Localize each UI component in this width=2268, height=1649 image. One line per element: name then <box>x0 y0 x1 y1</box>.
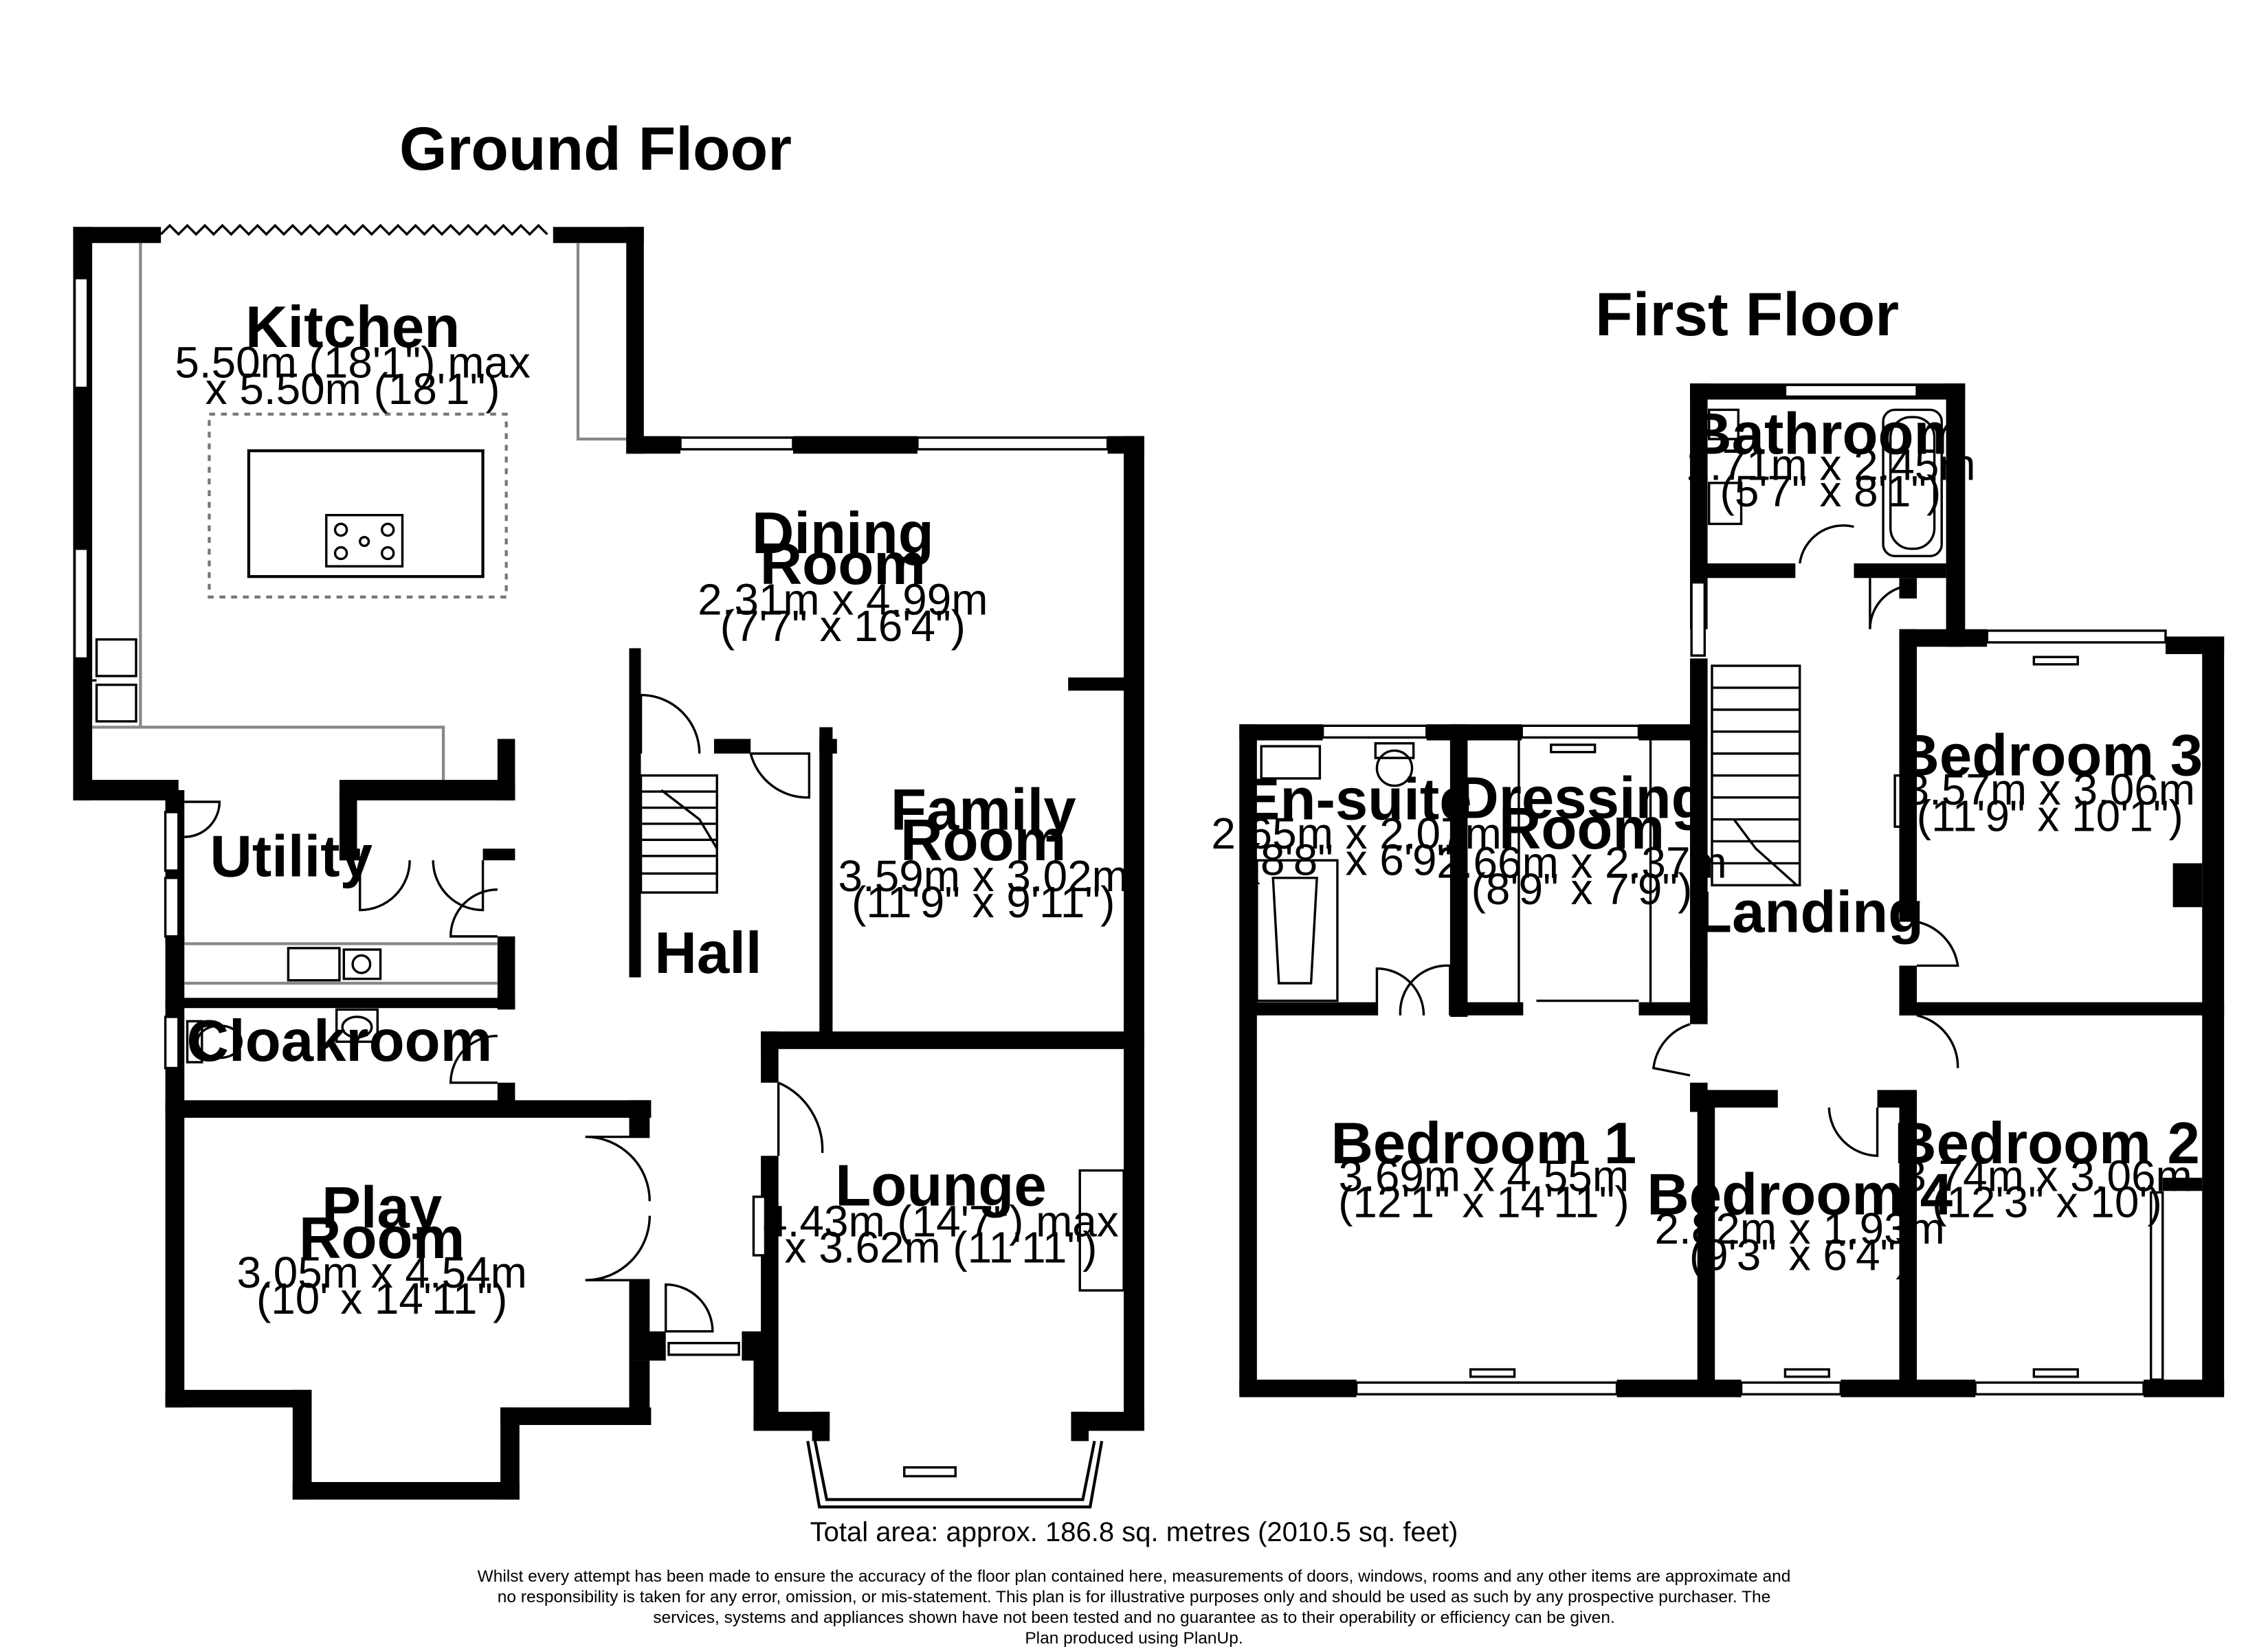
room-utility: Utility <box>210 824 373 890</box>
room-dimensions: 2.31m x 4.99m <box>698 574 988 624</box>
room-dressing: Dressing Room 2.66m x 2.37m (8'9" x 7'9"… <box>1436 765 1726 914</box>
room-dimensions: 3.57m x 3.06m <box>1905 765 2195 814</box>
room-dimensions: (12'1" x 14'11") <box>1338 1178 1630 1227</box>
room-name: Bathroom <box>1689 401 1966 467</box>
room-name: Room <box>760 532 926 597</box>
room-landing: Landing <box>1696 879 1924 945</box>
dressing-room-fittings <box>1517 740 1652 1002</box>
room-name: Room <box>1499 796 1665 862</box>
room-name: Family <box>891 777 1076 842</box>
disclaimer-line: services, systems and appliances shown h… <box>653 1608 1615 1627</box>
room-name: En-suite <box>1241 767 1472 833</box>
room-dimensions: (11'9" x 10'1") <box>1917 792 2183 841</box>
room-dimensions: 5.50m (18'1") max <box>175 338 531 388</box>
room-name: Lounge <box>835 1154 1046 1219</box>
room-dimensions: 2.66m x 2.37m <box>1436 838 1726 888</box>
room-name: Bedroom 3 <box>1897 723 2203 789</box>
ground-floor-plan: Ground Floor <box>73 114 1144 1509</box>
room-bathroom: Bathroom 1.71m x 2.45m (5'7" x 8'1") <box>1685 401 1975 516</box>
room-dimensions: (12'3" x 10') <box>1932 1178 2162 1227</box>
room-name: Bedroom 2 <box>1894 1111 2200 1176</box>
room-name: Dining <box>752 501 934 566</box>
room-name: Room <box>900 808 1066 873</box>
ground-floor-title: Ground Floor <box>399 114 792 183</box>
room-dimensions: 3.59m x 3.02m <box>838 851 1129 901</box>
room-dimensions: x 5.50m (18'1") <box>205 364 500 414</box>
room-dimensions: (11'9" x 9'11") <box>852 877 1115 927</box>
room-dimensions: (9'3" x 6'4") <box>1689 1230 1911 1279</box>
room-bedroom-2: Bedroom 2 3.74m x 3.06m (12'3" x 10') <box>1894 1111 2200 1227</box>
room-dimensions: 4.43m (14'7") max <box>763 1196 1119 1246</box>
room-name: Kitchen <box>245 295 460 360</box>
disclaimer-line: no responsibility is taken for any error… <box>497 1588 1771 1606</box>
room-cloakroom: Cloakroom <box>187 1009 493 1074</box>
room-dimensions: x 3.62m (11'11") <box>785 1223 1098 1272</box>
utility-fittings <box>184 942 498 1064</box>
room-name: Bedroom 1 <box>1331 1111 1636 1176</box>
ensuite-fittings <box>1256 742 1452 1016</box>
room-dimensions: 3.05m x 4.54m <box>236 1248 526 1297</box>
room-bedroom-4: Bedroom 4 2.82m x 1.93m (9'3" x 6'4") <box>1647 1162 1953 1279</box>
first-floor-stairs <box>1711 664 1801 887</box>
ground-floor-stairs <box>639 774 718 894</box>
first-floor-windows <box>1321 383 2167 1395</box>
first-floor-walls <box>1239 383 2225 1398</box>
room-name: Bedroom 4 <box>1647 1162 1953 1227</box>
kitchen-bifold-doors <box>159 223 548 236</box>
room-dimensions: (8'9" x 7'9") <box>1471 864 1693 914</box>
room-ensuite: En-suite 2.65m x 2.07m (8'8" x 6'9") <box>1211 767 1501 885</box>
first-floor-plan: First Floor <box>1211 280 2225 1398</box>
room-dimensions: 2.65m x 2.07m <box>1211 809 1501 858</box>
room-bedroom-1: Bedroom 1 3.69m x 4.55m (12'1" x 14'11") <box>1331 1111 1636 1227</box>
lounge-fireplace <box>1078 1169 1125 1292</box>
first-floor-title: First Floor <box>1595 280 1899 348</box>
room-dimensions: 1.71m x 2.45m <box>1685 440 1975 490</box>
room-dimensions: 3.74m x 3.06m <box>1902 1151 2192 1200</box>
disclaimer: Whilst every attempt has been made to en… <box>0 1567 2268 1649</box>
disclaimer-line: Whilst every attempt has been made to en… <box>477 1567 1791 1586</box>
room-dimensions: (7'7" x 16'4") <box>720 601 966 651</box>
room-dining: Dining Room 2.31m x 4.99m (7'7" x 16'4") <box>698 501 988 651</box>
room-play: Play Room 3.05m x 4.54m (10' x 14'11") <box>236 1176 526 1324</box>
room-dimensions: (8'8" x 6'9") <box>1246 835 1467 884</box>
room-name: Dressing <box>1456 765 1706 831</box>
ground-floor-doors <box>184 693 824 1333</box>
first-floor-doors <box>1652 774 2164 1381</box>
total-area-text: Total area: approx. 186.8 sq. metres (20… <box>810 1517 1458 1547</box>
room-name: Play <box>322 1176 442 1241</box>
room-name: Room <box>299 1206 465 1271</box>
room-lounge: Lounge 4.43m (14'7") max x 3.62m (11'11"… <box>763 1154 1119 1272</box>
room-kitchen: Kitchen 5.50m (18'1") max x 5.50m (18'1"… <box>175 295 531 414</box>
room-family: Family Room 3.59m x 3.02m (11'9" x 9'11"… <box>838 777 1129 927</box>
room-dimensions: 2.82m x 1.93m <box>1655 1204 1945 1253</box>
ground-floor-windows <box>73 277 1109 1509</box>
room-dimensions: 3.69m x 4.55m <box>1339 1151 1629 1200</box>
room-dimensions: (5'7" x 8'1") <box>1720 467 1942 516</box>
room-hall: Hall <box>654 921 761 986</box>
room-dimensions: (10' x 14'11") <box>256 1274 507 1323</box>
room-bedroom-3: Bedroom 3 3.57m x 3.06m (11'9" x 10'1") <box>1897 723 2203 841</box>
bathroom-fittings <box>1708 408 1943 629</box>
disclaimer-line: Plan produced using PlanUp. <box>1025 1629 1243 1648</box>
kitchen-fittings <box>87 243 627 781</box>
